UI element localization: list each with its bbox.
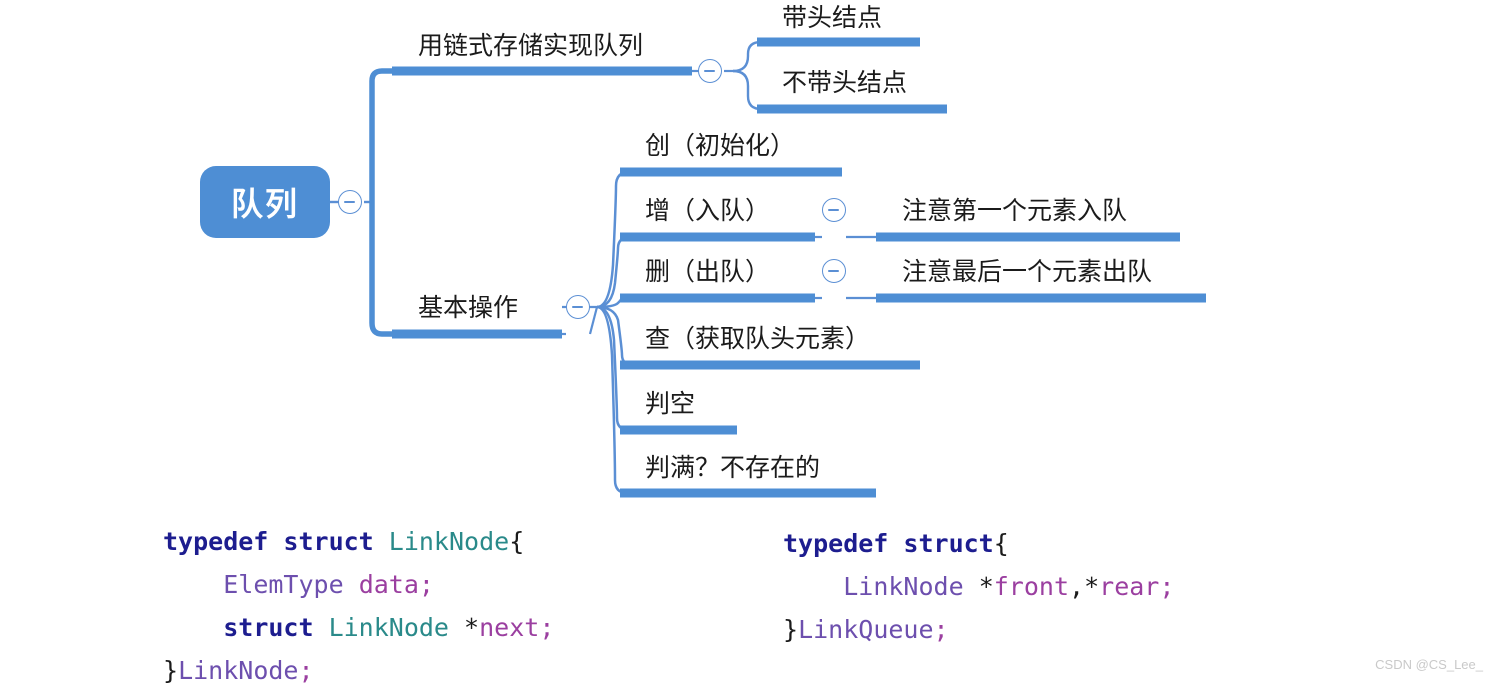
topic-peek-front[interactable]: 查（获取队头元素） xyxy=(645,324,871,353)
code-token: ; xyxy=(933,615,949,644)
code-token: ElemType xyxy=(223,570,359,599)
curve-to-create xyxy=(596,170,636,309)
curve-to-with-head xyxy=(732,40,768,73)
code-token: typedef struct xyxy=(783,529,994,558)
code-token: LinkNode xyxy=(843,572,979,601)
topic-with-head-node[interactable]: 带头结点 xyxy=(782,3,883,32)
leaf-bar-create xyxy=(620,167,842,177)
branch-bar-link-queue xyxy=(392,66,692,76)
code-token xyxy=(163,613,223,642)
code-block-linknode: typedef struct LinkNode{ ElemType data; … xyxy=(163,520,554,692)
leaf-bar-enqueue xyxy=(620,232,815,242)
code-token: next xyxy=(479,613,540,642)
code-token: * xyxy=(1084,572,1100,601)
leaf-bar-with-head xyxy=(757,37,920,47)
curve-to-isempty xyxy=(596,305,636,432)
topic-enqueue-note[interactable]: 注意第一个元素入队 xyxy=(902,196,1128,225)
leaf-bar-isempty xyxy=(620,425,737,435)
root-collapse-toggle-icon[interactable] xyxy=(338,190,362,214)
code-token: struct xyxy=(223,613,329,642)
curve-to-dequeue xyxy=(596,295,640,309)
topic-is-empty[interactable]: 判空 xyxy=(645,389,696,418)
branch-bar-basic-ops xyxy=(392,329,562,339)
code-token: ; xyxy=(539,613,555,642)
leaf-bar-without-head xyxy=(757,104,947,114)
code-token: * xyxy=(464,613,480,642)
topic-dequeue[interactable]: 删（出队） xyxy=(645,257,771,286)
leaf-bar-dequeue-note xyxy=(876,293,1206,303)
code-line: struct LinkNode *next; xyxy=(163,606,554,649)
code-token: { xyxy=(993,529,1009,558)
code-token: { xyxy=(509,527,525,556)
topic-link-queue[interactable]: 用链式存储实现队列 xyxy=(418,31,644,60)
topic-create-init[interactable]: 创（初始化） xyxy=(645,131,796,160)
link-queue-collapse-toggle-icon[interactable] xyxy=(698,59,722,83)
code-token: LinkNode xyxy=(178,656,299,685)
leaf-bar-dequeue xyxy=(620,293,815,303)
root-node[interactable]: 队列 xyxy=(200,166,330,238)
code-line: LinkNode *front,*rear; xyxy=(783,565,1174,608)
code-token xyxy=(163,570,223,599)
topic-basic-operations[interactable]: 基本操作 xyxy=(418,293,519,322)
code-token: ; xyxy=(1159,572,1175,601)
code-line: typedef struct LinkNode{ xyxy=(163,520,554,563)
code-line: typedef struct{ xyxy=(783,522,1174,565)
code-token: typedef struct xyxy=(163,527,389,556)
code-token: front xyxy=(993,572,1070,601)
code-token: ; xyxy=(298,656,314,685)
leaf-bar-isfull xyxy=(620,488,876,498)
curve-to-without-head xyxy=(732,69,768,111)
code-token: } xyxy=(163,656,179,685)
code-token xyxy=(783,572,843,601)
curve-to-peek xyxy=(596,305,640,367)
topic-is-full[interactable]: 判满？不存在的 xyxy=(645,453,821,482)
dequeue-collapse-toggle-icon[interactable] xyxy=(822,259,846,283)
code-token: LinkQueue xyxy=(798,615,934,644)
code-token: LinkNode xyxy=(328,613,465,642)
code-token: rear xyxy=(1099,572,1160,601)
code-block-linkqueue: typedef struct{ LinkNode *front,*rear;}L… xyxy=(783,522,1174,651)
code-token: LinkNode xyxy=(388,527,510,556)
topic-without-head-node[interactable]: 不带头结点 xyxy=(782,68,908,97)
branch2-toggle-line-right xyxy=(588,306,599,335)
code-token: } xyxy=(783,615,799,644)
code-token: , xyxy=(1069,572,1085,601)
curve-to-enqueue xyxy=(596,235,638,309)
code-line: ElemType data; xyxy=(163,563,554,606)
code-line: }LinkQueue; xyxy=(783,608,1174,651)
enqueue-collapse-toggle-icon[interactable] xyxy=(822,198,846,222)
curve-to-isfull xyxy=(596,305,634,495)
topic-enqueue[interactable]: 增（入队） xyxy=(645,196,771,225)
code-token: data xyxy=(358,570,419,599)
leaf-bar-peek xyxy=(620,360,920,370)
code-token: ; xyxy=(418,570,434,599)
root-node-label: 队列 xyxy=(230,185,299,223)
basic-operations-collapse-toggle-icon[interactable] xyxy=(566,295,590,319)
leaf-bar-enqueue-note xyxy=(876,232,1180,242)
topic-dequeue-note[interactable]: 注意最后一个元素出队 xyxy=(902,257,1153,286)
code-line: }LinkNode; xyxy=(163,649,554,692)
main-spine xyxy=(369,68,392,337)
code-token: * xyxy=(978,572,994,601)
watermark: CSDN @CS_Lee_ xyxy=(1375,657,1483,672)
